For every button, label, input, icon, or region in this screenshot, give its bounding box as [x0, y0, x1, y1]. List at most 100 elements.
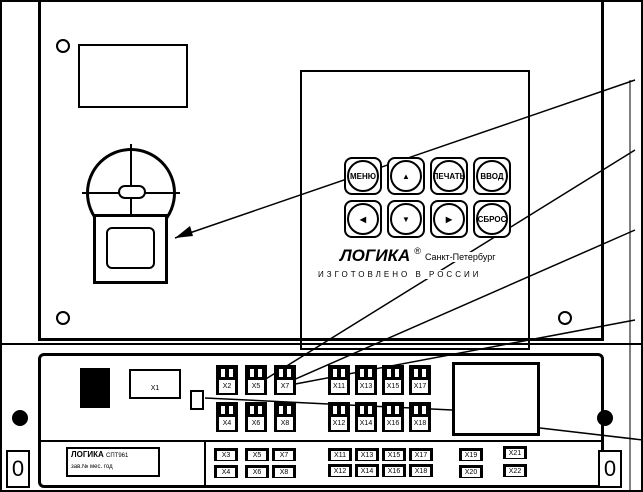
brand-logo: ЛОГИКА [340, 246, 411, 266]
terminal-label: X18 [412, 467, 430, 476]
power-button[interactable] [93, 214, 168, 284]
terminal: X12 [328, 464, 352, 477]
led-icon [118, 185, 146, 199]
connector-label: X13 [358, 380, 374, 393]
terminal-label: X16 [385, 467, 403, 476]
connector-label: X14 [358, 417, 374, 430]
terminal-label: X11 [331, 451, 349, 460]
connector-label: X15 [385, 380, 401, 393]
terminal: X21 [503, 446, 527, 459]
terminal-label: X8 [275, 468, 293, 477]
down-key[interactable]: ▼ [387, 200, 425, 238]
terminal: X11 [328, 448, 352, 461]
connector: X14 [355, 402, 377, 432]
connector-label: X4 [219, 417, 235, 430]
screw-icon [56, 39, 70, 53]
connector: X17 [409, 365, 431, 395]
reset-key[interactable]: СБРОС [473, 200, 511, 238]
connector-label: X11 [331, 380, 347, 393]
connector: X16 [382, 402, 404, 432]
arrow-left-icon: ◀ [347, 203, 379, 235]
power-connector [80, 368, 110, 408]
connector: X4 [216, 402, 238, 432]
side-marker-label: 0 [603, 456, 617, 481]
mounting-bolt-icon [597, 410, 613, 426]
terminal: X16 [382, 464, 406, 477]
connector-label: X8 [277, 417, 293, 430]
connector: X7 [274, 365, 296, 395]
nameplate-title: ЛОГИКА [71, 450, 104, 459]
terminal: X17 [409, 448, 433, 461]
terminal-label: X22 [506, 467, 524, 476]
side-marker-right: 0 [598, 450, 622, 488]
connector: X6 [245, 402, 267, 432]
terminal-label: X14 [358, 467, 376, 476]
terminal: X22 [503, 464, 527, 477]
terminal-label: X19 [462, 451, 480, 460]
terminal: X18 [409, 464, 433, 477]
connector-label: X17 [412, 380, 428, 393]
brand-row: ЛОГИКА ® Санкт-Петербург [340, 246, 496, 266]
menu-key[interactable]: МЕНЮ [344, 157, 382, 195]
terminal-label: X5 [248, 451, 266, 460]
enter-key-label: ВВОД [476, 160, 508, 192]
display-window [78, 44, 188, 108]
up-key[interactable]: ▲ [387, 157, 425, 195]
module-slot [452, 362, 540, 436]
connector: X8 [274, 402, 296, 432]
divider [204, 440, 206, 486]
fuse [190, 390, 204, 410]
terminal-label: X3 [217, 451, 235, 460]
connector: X15 [382, 365, 404, 395]
side-marker-label: 0 [11, 456, 25, 481]
connector: X12 [328, 402, 350, 432]
brand-made-in: ИЗГОТОВЛЕНО В РОССИИ [318, 270, 482, 279]
screw-icon [56, 311, 70, 325]
divider [40, 440, 602, 442]
left-key[interactable]: ◀ [344, 200, 382, 238]
terminal-label: X12 [331, 467, 349, 476]
terminal: X8 [272, 465, 296, 478]
connector-label: X12 [331, 417, 347, 430]
menu-key-label: МЕНЮ [347, 160, 379, 192]
print-key-label: ПЕЧАТЬ [433, 160, 465, 192]
arrow-up-icon: ▲ [390, 160, 422, 192]
connector-x1: X1 [129, 369, 181, 399]
terminal: X6 [245, 465, 269, 478]
terminal-label: X6 [248, 468, 266, 477]
terminal-label: X21 [506, 449, 524, 458]
terminal-label: X15 [385, 451, 403, 460]
connector-x1-label: X1 [150, 385, 160, 392]
connector: X2 [216, 365, 238, 395]
connector-label: X18 [412, 417, 428, 430]
terminal: X4 [214, 465, 238, 478]
connector: X11 [328, 365, 350, 395]
connector-label: X6 [248, 417, 264, 430]
screw-icon [558, 311, 572, 325]
brand-city: Санкт-Петербург [424, 252, 496, 262]
terminal-label: X7 [275, 451, 293, 460]
nameplate: ЛОГИКА СПТ961 зав.№ мес. год [66, 447, 160, 477]
connector-label: X16 [385, 417, 401, 430]
connector: X5 [245, 365, 267, 395]
terminal: X7 [272, 448, 296, 461]
side-marker-left: 0 [6, 450, 30, 488]
terminal: X19 [459, 448, 483, 461]
terminal: X20 [459, 465, 483, 478]
reset-key-label: СБРОС [476, 203, 508, 235]
nameplate-model: СПТ961 [106, 453, 129, 459]
right-key[interactable]: ▶ [430, 200, 468, 238]
mounting-bolt-icon [12, 410, 28, 426]
terminal-label: X4 [217, 468, 235, 477]
arrow-down-icon: ▼ [390, 203, 422, 235]
connector: X18 [409, 402, 431, 432]
terminal: X13 [355, 448, 379, 461]
terminal: X15 [382, 448, 406, 461]
enter-key[interactable]: ВВОД [473, 157, 511, 195]
connector: X13 [355, 365, 377, 395]
terminal: X3 [214, 448, 238, 461]
connector-label: X7 [277, 380, 293, 393]
nameplate-serial: зав.№ мес. год [71, 464, 113, 470]
print-key[interactable]: ПЕЧАТЬ [430, 157, 468, 195]
connector-label: X5 [248, 380, 264, 393]
